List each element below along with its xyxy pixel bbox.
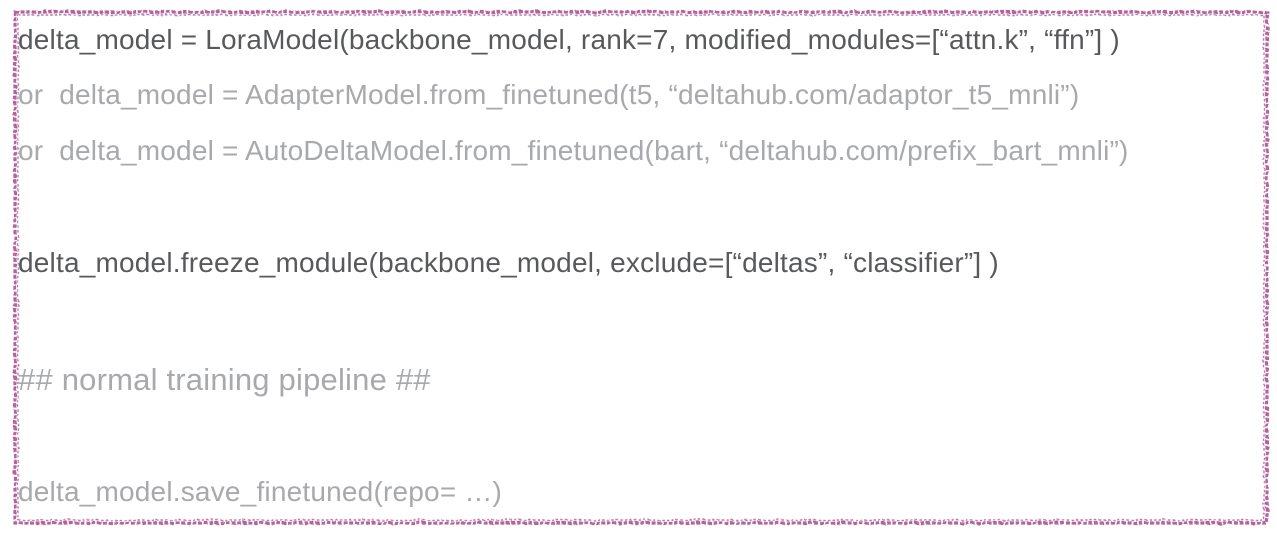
- code-line-save-finetuned: delta_model.save_finetuned(repo= …): [18, 476, 503, 507]
- code-line-freeze-module: delta_model.freeze_module(backbone_model…: [18, 247, 999, 278]
- code-line-lora-model: delta_model = LoraModel(backbone_model, …: [18, 24, 1120, 55]
- code-line-adapter-model: or delta_model = AdapterModel.from_finet…: [18, 79, 1080, 110]
- comment-normal-training-pipeline: ## normal training pipeline ##: [18, 362, 431, 397]
- code-line-autodelta-model: or delta_model = AutoDeltaModel.from_fin…: [18, 135, 1129, 166]
